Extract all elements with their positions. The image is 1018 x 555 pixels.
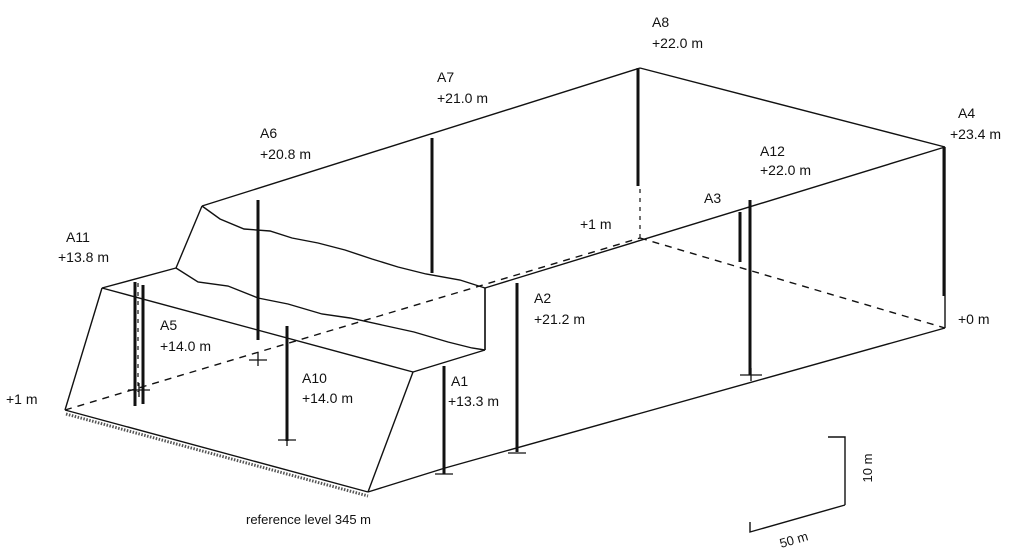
top-back-edge xyxy=(639,67,946,148)
label-a10-value: +14.0 m xyxy=(302,390,353,406)
label-a5-value: +14.0 m xyxy=(160,338,211,354)
bottom-left-edge xyxy=(64,409,369,493)
foot-a6 xyxy=(249,352,267,366)
label-a2-value: +21.2 m xyxy=(534,311,585,327)
hidden-base-left xyxy=(64,237,641,411)
step-riser-left xyxy=(175,205,203,269)
level-back: +1 m xyxy=(580,216,612,232)
label-a8-name: A8 xyxy=(652,14,669,30)
hidden-base-right xyxy=(639,237,946,329)
hidden-edges xyxy=(64,185,946,411)
label-a4-value: +23.4 m xyxy=(950,126,1001,142)
pole-labels: A8 +22.0 m A7 +21.0 m A6 +20.8 m A4 +23.… xyxy=(58,14,1001,409)
front-slope-edge xyxy=(367,371,414,493)
label-a5-name: A5 xyxy=(160,317,177,333)
scale-vertical-label: 10 m xyxy=(860,454,875,483)
scale-bar-horizontal xyxy=(749,504,846,533)
label-a3-name: A3 xyxy=(704,190,721,206)
step-top-right xyxy=(412,349,486,373)
label-a11-name: A11 xyxy=(66,229,90,245)
level-right: +0 m xyxy=(958,311,990,327)
label-a12-name: A12 xyxy=(760,143,785,159)
left-vertical-front xyxy=(64,287,103,411)
step-top-left xyxy=(101,267,177,289)
label-a2-name: A2 xyxy=(534,290,551,306)
label-a10-name: A10 xyxy=(302,370,327,386)
terrain-profile-upper xyxy=(201,205,486,289)
boreholes xyxy=(133,68,946,474)
outline-edges xyxy=(64,67,946,498)
bottom-right-edge xyxy=(444,327,946,469)
scale-horizontal-label: 50 m xyxy=(778,528,810,550)
label-a8-value: +22.0 m xyxy=(652,35,703,51)
level-left: +1 m xyxy=(6,391,38,407)
label-a1-name: A1 xyxy=(451,373,468,389)
foot-a12 xyxy=(740,368,762,381)
label-a7-name: A7 xyxy=(437,69,454,85)
top-right-edge xyxy=(484,146,946,289)
pole-feet xyxy=(128,352,762,475)
label-a7-value: +21.0 m xyxy=(437,90,488,106)
terrain-profile-lower xyxy=(175,267,486,351)
label-a1-value: +13.3 m xyxy=(448,393,499,409)
foot-a10 xyxy=(278,432,296,446)
label-a6-name: A6 xyxy=(260,125,277,141)
scale-bar: 10 m 50 m xyxy=(749,436,875,551)
label-a11-value: +13.8 m xyxy=(58,249,109,265)
label-a12-value: +22.0 m xyxy=(760,162,811,178)
top-left-back-edge xyxy=(201,67,641,207)
label-a6-value: +20.8 m xyxy=(260,146,311,162)
level-labels: +1 m +1 m +0 m reference level 345 m xyxy=(6,216,990,527)
reference-level: reference level 345 m xyxy=(246,512,371,527)
bottom-front-edge xyxy=(367,467,446,493)
ground-hatch xyxy=(65,412,369,498)
label-a4-name: A4 xyxy=(958,105,975,121)
foot-a11 xyxy=(128,383,150,397)
scale-bar-vertical xyxy=(828,436,846,505)
